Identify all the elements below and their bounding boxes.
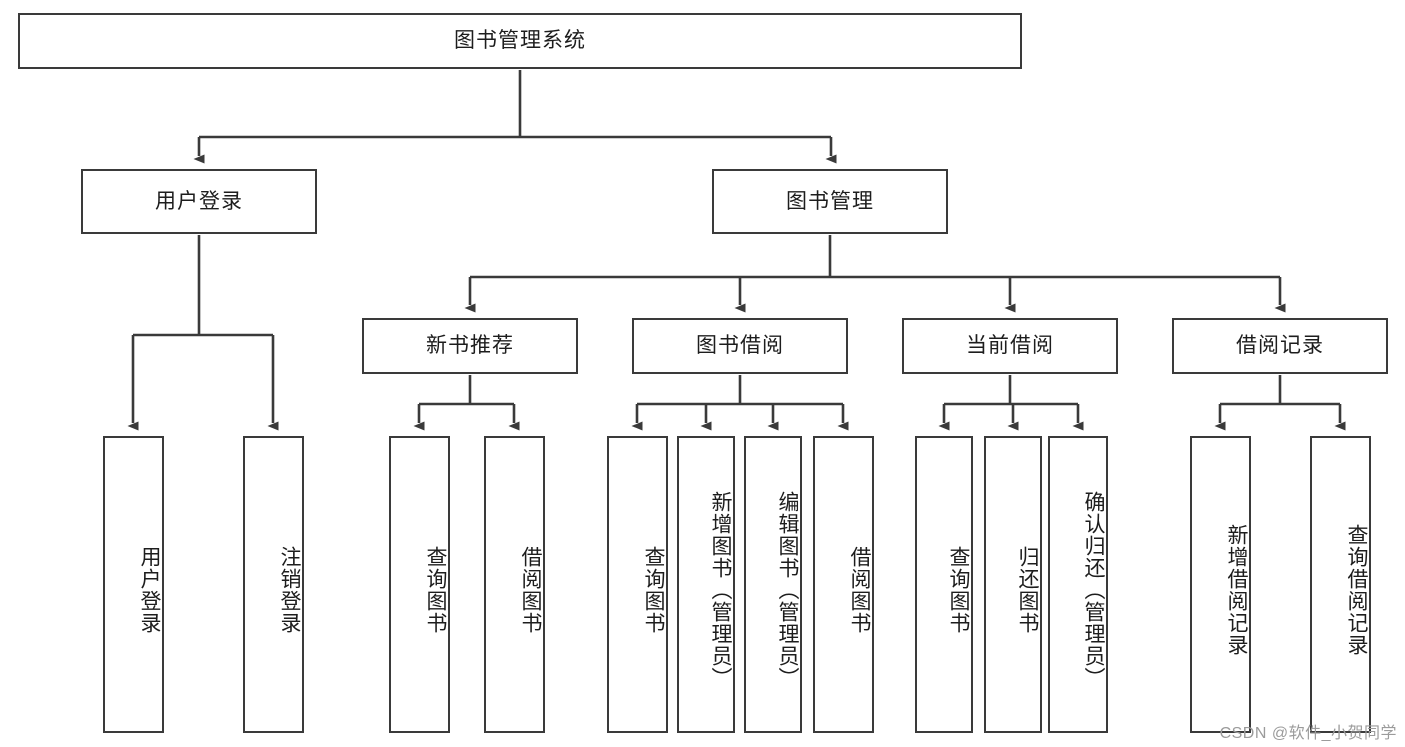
leaf-user-login-login[interactable]: 用户登录 <box>103 436 164 733</box>
leaf-book-borrow-add-book-admin[interactable]: 新增图书（管理员） <box>677 436 735 733</box>
node-label: 当前借阅 <box>966 334 1054 358</box>
node-label: 查询借阅记录 <box>1345 523 1368 656</box>
node-label: 查询图书 <box>424 545 447 634</box>
node-label: 注销登录 <box>278 545 301 634</box>
node-label: 用户登录 <box>138 545 161 634</box>
leaf-current-borrow-query-book[interactable]: 查询图书 <box>915 436 973 733</box>
node-label: 新增借阅记录 <box>1225 523 1248 656</box>
node-new-book-recommend[interactable]: 新书推荐 <box>362 318 578 374</box>
leaf-borrow-record-query-record[interactable]: 查询借阅记录 <box>1310 436 1371 733</box>
node-label: 归还图书 <box>1016 545 1039 634</box>
leaf-user-login-logout[interactable]: 注销登录 <box>243 436 304 733</box>
node-label: 图书管理系统 <box>454 29 586 53</box>
node-label: 编辑图书（管理员） <box>776 490 799 689</box>
node-label: 用户登录 <box>155 189 243 213</box>
node-root-book-management-system[interactable]: 图书管理系统 <box>18 13 1022 69</box>
node-borrow-record[interactable]: 借阅记录 <box>1172 318 1388 374</box>
node-label: 图书管理 <box>786 189 874 213</box>
node-label: 图书借阅 <box>696 334 784 358</box>
node-label: 借阅记录 <box>1236 334 1324 358</box>
csdn-watermark: CSDN @软件_小贺同学 <box>1219 725 1397 742</box>
node-current-borrow[interactable]: 当前借阅 <box>902 318 1118 374</box>
leaf-borrow-record-add-record[interactable]: 新增借阅记录 <box>1190 436 1251 733</box>
leaf-current-borrow-return-book[interactable]: 归还图书 <box>984 436 1042 733</box>
node-user-login[interactable]: 用户登录 <box>81 169 317 234</box>
leaf-new-book-borrow-book[interactable]: 借阅图书 <box>484 436 545 733</box>
node-book-borrow[interactable]: 图书借阅 <box>632 318 848 374</box>
node-label: 新增图书（管理员） <box>709 490 732 689</box>
node-label: 查询图书 <box>642 545 665 634</box>
leaf-book-borrow-query-book[interactable]: 查询图书 <box>607 436 668 733</box>
node-label: 确认归还（管理员） <box>1082 490 1105 689</box>
leaf-book-borrow-edit-book-admin[interactable]: 编辑图书（管理员） <box>744 436 802 733</box>
node-label: 借阅图书 <box>848 545 871 634</box>
leaf-book-borrow-borrow-book[interactable]: 借阅图书 <box>813 436 874 733</box>
leaf-current-borrow-confirm-return-admin[interactable]: 确认归还（管理员） <box>1048 436 1108 733</box>
node-label: 新书推荐 <box>426 334 514 358</box>
node-label: 查询图书 <box>947 545 970 634</box>
leaf-new-book-query-book[interactable]: 查询图书 <box>389 436 450 733</box>
node-book-management[interactable]: 图书管理 <box>712 169 948 234</box>
node-label: 借阅图书 <box>519 545 542 634</box>
